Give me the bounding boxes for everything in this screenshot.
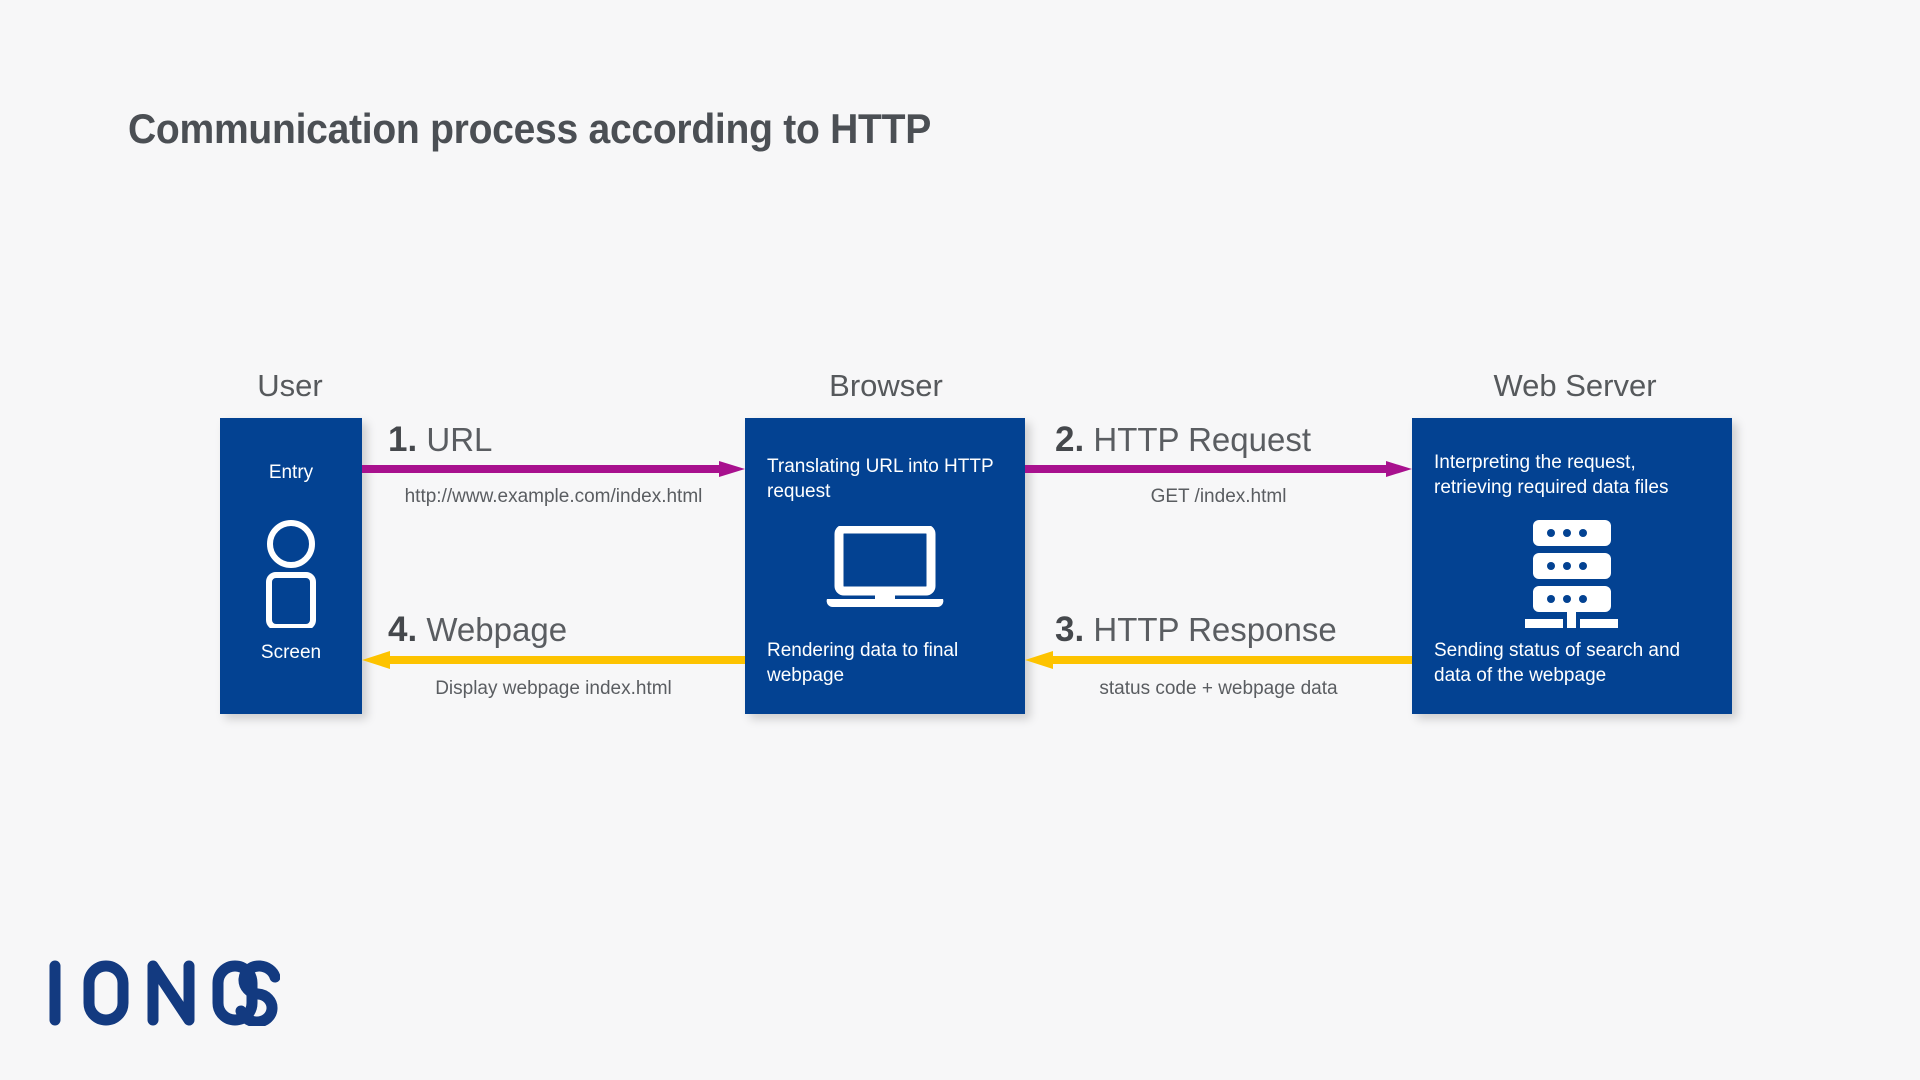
flow-step-1-number: 1.	[388, 420, 418, 459]
ionos-logo	[48, 960, 281, 1031]
flow-step-1-subtitle: http://www.example.com/index.html	[404, 486, 703, 507]
flow-step-3-title: 3. HTTP Response	[1055, 612, 1337, 647]
flow-step-3-subtitle: status code + webpage data	[1099, 678, 1338, 699]
flow-step-2-title: 2. HTTP Request	[1055, 422, 1311, 457]
flow-step-2-subtitle: GET /index.html	[1150, 486, 1287, 507]
flow-step-4-label: Webpage	[426, 611, 568, 648]
arrow-right-magenta-2	[1025, 461, 1412, 477]
arrow-left-yellow-2	[362, 651, 745, 669]
flow-step-1-title: 1. URL	[388, 422, 492, 457]
flow-step-4-title: 4. Webpage	[388, 612, 567, 647]
flow-step-2-number: 2.	[1055, 420, 1085, 459]
node-browser: Translating URL into HTTP request Render…	[745, 418, 1025, 714]
node-browser-bottom-text: Rendering data to final webpage	[767, 640, 959, 687]
person-icon	[259, 518, 323, 633]
flow-step-4-subtitle: Display webpage index.html	[435, 678, 672, 699]
flow-step-2-label: HTTP Request	[1093, 421, 1312, 458]
flow-step-3: 3. HTTP Response status code + webpage d…	[1025, 612, 1412, 699]
flow-step-3-number: 3.	[1055, 610, 1085, 649]
flow-step-1-label: URL	[426, 421, 493, 458]
flow-step-1: 1. URL http://www.example.com/index.html	[362, 422, 745, 507]
node-server-bottom-text: Sending status of search and data of the…	[1434, 640, 1681, 687]
node-user-entry-label: Entry	[268, 462, 314, 483]
flow-step-2: 2. HTTP Request GET /index.html	[1025, 422, 1412, 507]
node-server-top-text: Interpreting the request, retrieving req…	[1434, 452, 1669, 499]
column-header-browser: Browser	[829, 368, 943, 403]
node-web-server: Interpreting the request, retrieving req…	[1412, 418, 1732, 714]
node-user: Entry Screen	[220, 418, 362, 714]
flow-step-4: 4. Webpage Display webpage index.html	[362, 612, 745, 699]
page-title: Communication process according to HTTP	[128, 105, 931, 152]
column-header-user: User	[257, 368, 323, 403]
node-user-screen-label: Screen	[260, 642, 322, 663]
arrow-right-magenta-1	[362, 461, 745, 477]
ionos-wordmark-icon	[49, 960, 281, 1028]
arrow-left-yellow-1	[1025, 651, 1412, 669]
node-browser-top-text: Translating URL into HTTP request	[767, 456, 994, 503]
flow-step-4-number: 4.	[388, 610, 418, 649]
laptop-icon	[825, 524, 945, 619]
column-header-web-server: Web Server	[1493, 368, 1657, 403]
flow-step-3-label: HTTP Response	[1093, 611, 1337, 648]
server-rack-icon	[1517, 520, 1627, 633]
